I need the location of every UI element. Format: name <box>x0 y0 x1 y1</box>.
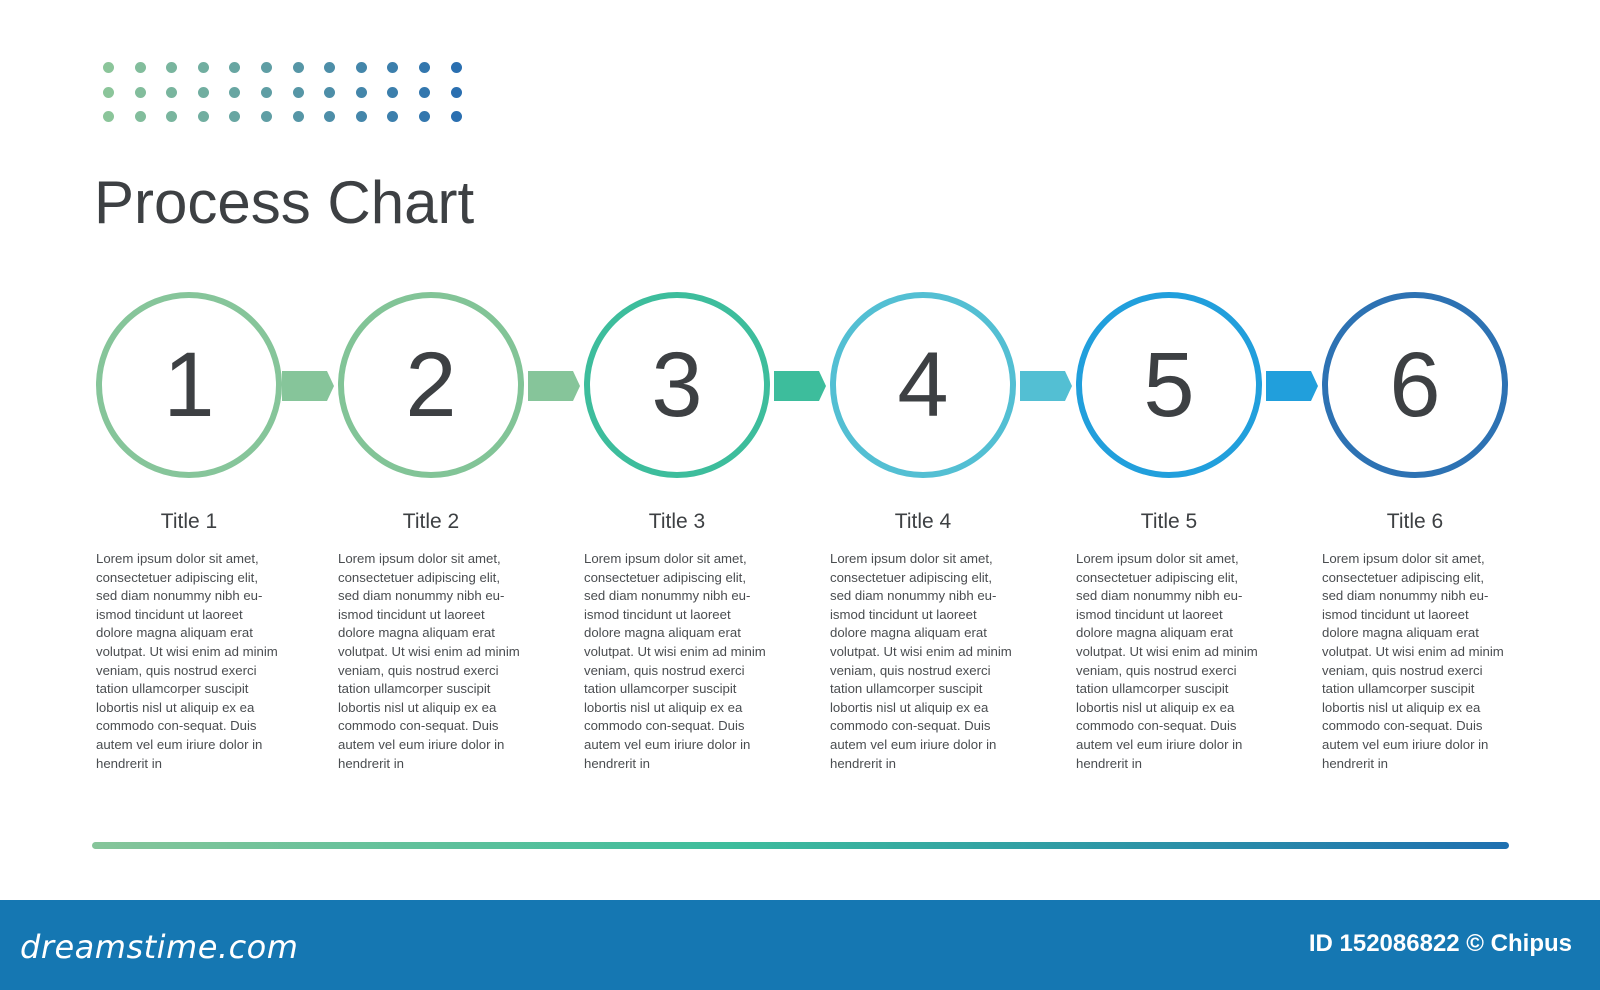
step-circle: 6 <box>1322 292 1508 478</box>
decorative-dot <box>261 62 272 73</box>
decorative-dot <box>134 62 146 73</box>
step-description: Lorem ipsum dolor sit amet, consectetuer… <box>584 551 766 771</box>
dot-grid-decoration <box>103 62 475 122</box>
step-description: Lorem ipsum dolor sit amet, consectetuer… <box>96 551 278 771</box>
connector-shape <box>1020 371 1072 401</box>
connector-arrow-1 <box>282 371 334 401</box>
decorative-dot <box>197 111 209 122</box>
decorative-dot <box>324 62 336 73</box>
decorative-dot <box>229 62 241 73</box>
step-circle: 1 <box>96 292 282 478</box>
decorative-dot <box>103 86 114 98</box>
gradient-divider-line <box>92 842 1509 849</box>
step-title: Title 2 <box>402 510 460 533</box>
connector-arrow-3 <box>774 371 826 401</box>
step-number: 1 <box>163 334 215 436</box>
step-description: Lorem ipsum dolor sit amet, consectetuer… <box>1322 551 1504 771</box>
step-description: Lorem ipsum dolor sit amet, consectetuer… <box>1076 551 1258 771</box>
connector-arrow-2 <box>528 371 580 401</box>
step-title: Title 6 <box>1386 510 1444 533</box>
decorative-dot <box>387 86 399 98</box>
step-title: Title 4 <box>894 510 952 533</box>
decorative-dot <box>387 111 399 122</box>
decorative-dot <box>355 111 367 122</box>
decorative-dot <box>197 62 209 73</box>
decorative-dot <box>419 111 430 122</box>
decorative-dot <box>387 62 399 73</box>
step-description: Lorem ipsum dolor sit amet, consectetuer… <box>338 551 520 771</box>
decorative-dot <box>450 62 462 73</box>
decorative-dot <box>166 111 178 122</box>
decorative-dot <box>450 86 462 98</box>
step-title: Title 3 <box>648 510 706 533</box>
step-number: 5 <box>1143 334 1195 436</box>
step-circle: 5 <box>1076 292 1262 478</box>
decorative-dot <box>134 111 146 122</box>
decorative-dot <box>134 86 146 98</box>
decorative-dot <box>103 111 114 122</box>
decorative-dot <box>324 111 336 122</box>
step-number: 6 <box>1389 334 1441 436</box>
decorative-dot <box>292 86 304 98</box>
decorative-dot <box>355 86 367 98</box>
watermark-bar: dreamstime.com ID 152086822 © Chipus <box>0 900 1600 990</box>
decorative-dot <box>261 86 272 98</box>
step-number: 2 <box>405 334 457 436</box>
decorative-dot <box>229 86 241 98</box>
step-number: 3 <box>651 334 703 436</box>
decorative-dot <box>450 111 462 122</box>
decorative-dot <box>166 62 178 73</box>
connector-shape <box>1266 371 1318 401</box>
step-circle: 3 <box>584 292 770 478</box>
connector-arrow-4 <box>1020 371 1072 401</box>
decorative-dot <box>355 62 367 73</box>
watermark-id: ID 152086822 © Chipus <box>1308 930 1572 957</box>
decorative-dot <box>229 111 241 122</box>
decorative-dot <box>103 62 114 73</box>
decorative-dot <box>292 62 304 73</box>
step-circle: 4 <box>830 292 1016 478</box>
process-chart-slide: Process Chart 1 Title 1 Lorem ipsum dolo… <box>92 62 1509 849</box>
page-title: Process Chart <box>94 169 475 236</box>
decorative-dot <box>419 86 430 98</box>
decorative-dot <box>292 111 304 122</box>
step-title: Title 5 <box>1140 510 1198 533</box>
step-circle: 2 <box>338 292 524 478</box>
decorative-dot <box>197 86 209 98</box>
connector-shape <box>528 371 580 401</box>
decorative-dot <box>166 86 178 98</box>
decorative-dot <box>419 62 430 73</box>
step-title: Title 1 <box>160 510 218 533</box>
decorative-dot <box>261 111 272 122</box>
step-description: Lorem ipsum dolor sit amet, consectetuer… <box>830 551 1012 771</box>
decorative-dot <box>324 86 336 98</box>
step-number: 4 <box>897 334 949 436</box>
watermark-logo: dreamstime.com <box>20 928 299 966</box>
connector-arrow-5 <box>1266 371 1318 401</box>
connector-shape <box>774 371 826 401</box>
connector-shape <box>282 371 334 401</box>
